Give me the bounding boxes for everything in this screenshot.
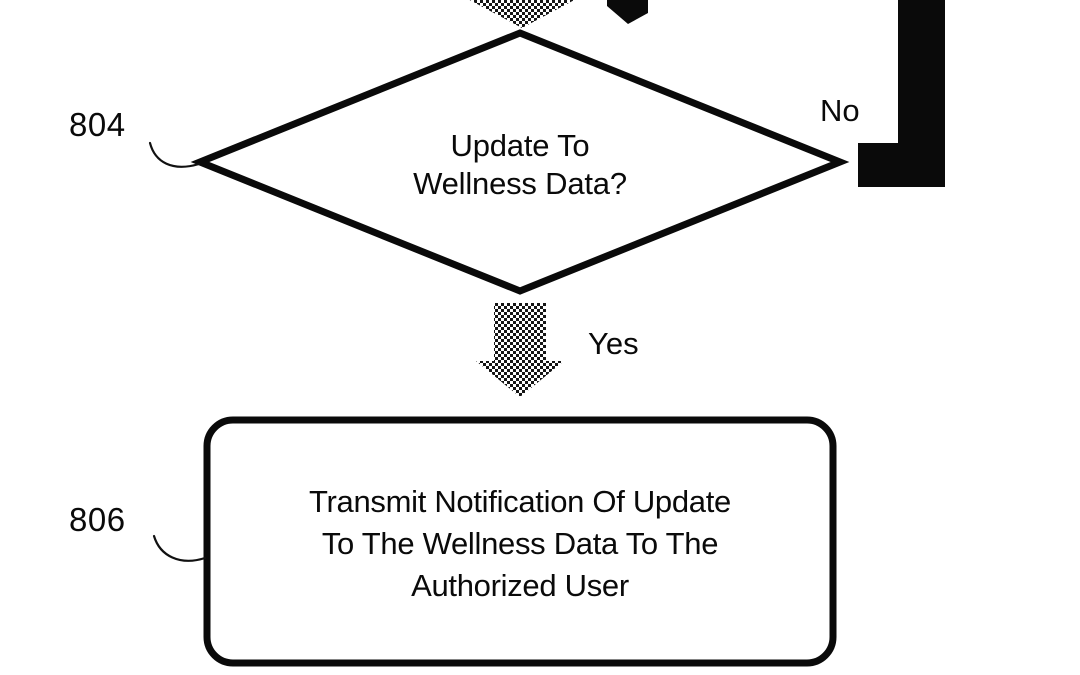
black-fragment-top bbox=[607, 0, 648, 24]
decision-text-line-2: Wellness Data? bbox=[413, 166, 627, 201]
branch-label-no: No bbox=[820, 93, 860, 128]
reference-numeral-806: 806 bbox=[69, 501, 126, 538]
process-text-line-2: To The Wellness Data To The bbox=[322, 526, 718, 561]
process-node-806: Transmit Notification Of Update To The W… bbox=[203, 416, 837, 667]
decision-text-line-1: Update To bbox=[451, 128, 590, 163]
yes-branch-block-arrow bbox=[476, 303, 564, 397]
reference-callout-806: 806 bbox=[69, 501, 207, 562]
decision-node-804: Update To Wellness Data? bbox=[190, 29, 850, 295]
reference-callout-804: 804 bbox=[69, 106, 201, 168]
reference-numeral-804: 804 bbox=[69, 106, 126, 143]
process-text-line-3: Authorized User bbox=[411, 568, 629, 603]
no-branch-elbow-connector bbox=[858, 0, 945, 187]
incoming-block-arrow bbox=[469, 0, 575, 28]
process-text-line-1: Transmit Notification Of Update bbox=[309, 484, 731, 519]
branch-label-yes: Yes bbox=[588, 326, 639, 361]
